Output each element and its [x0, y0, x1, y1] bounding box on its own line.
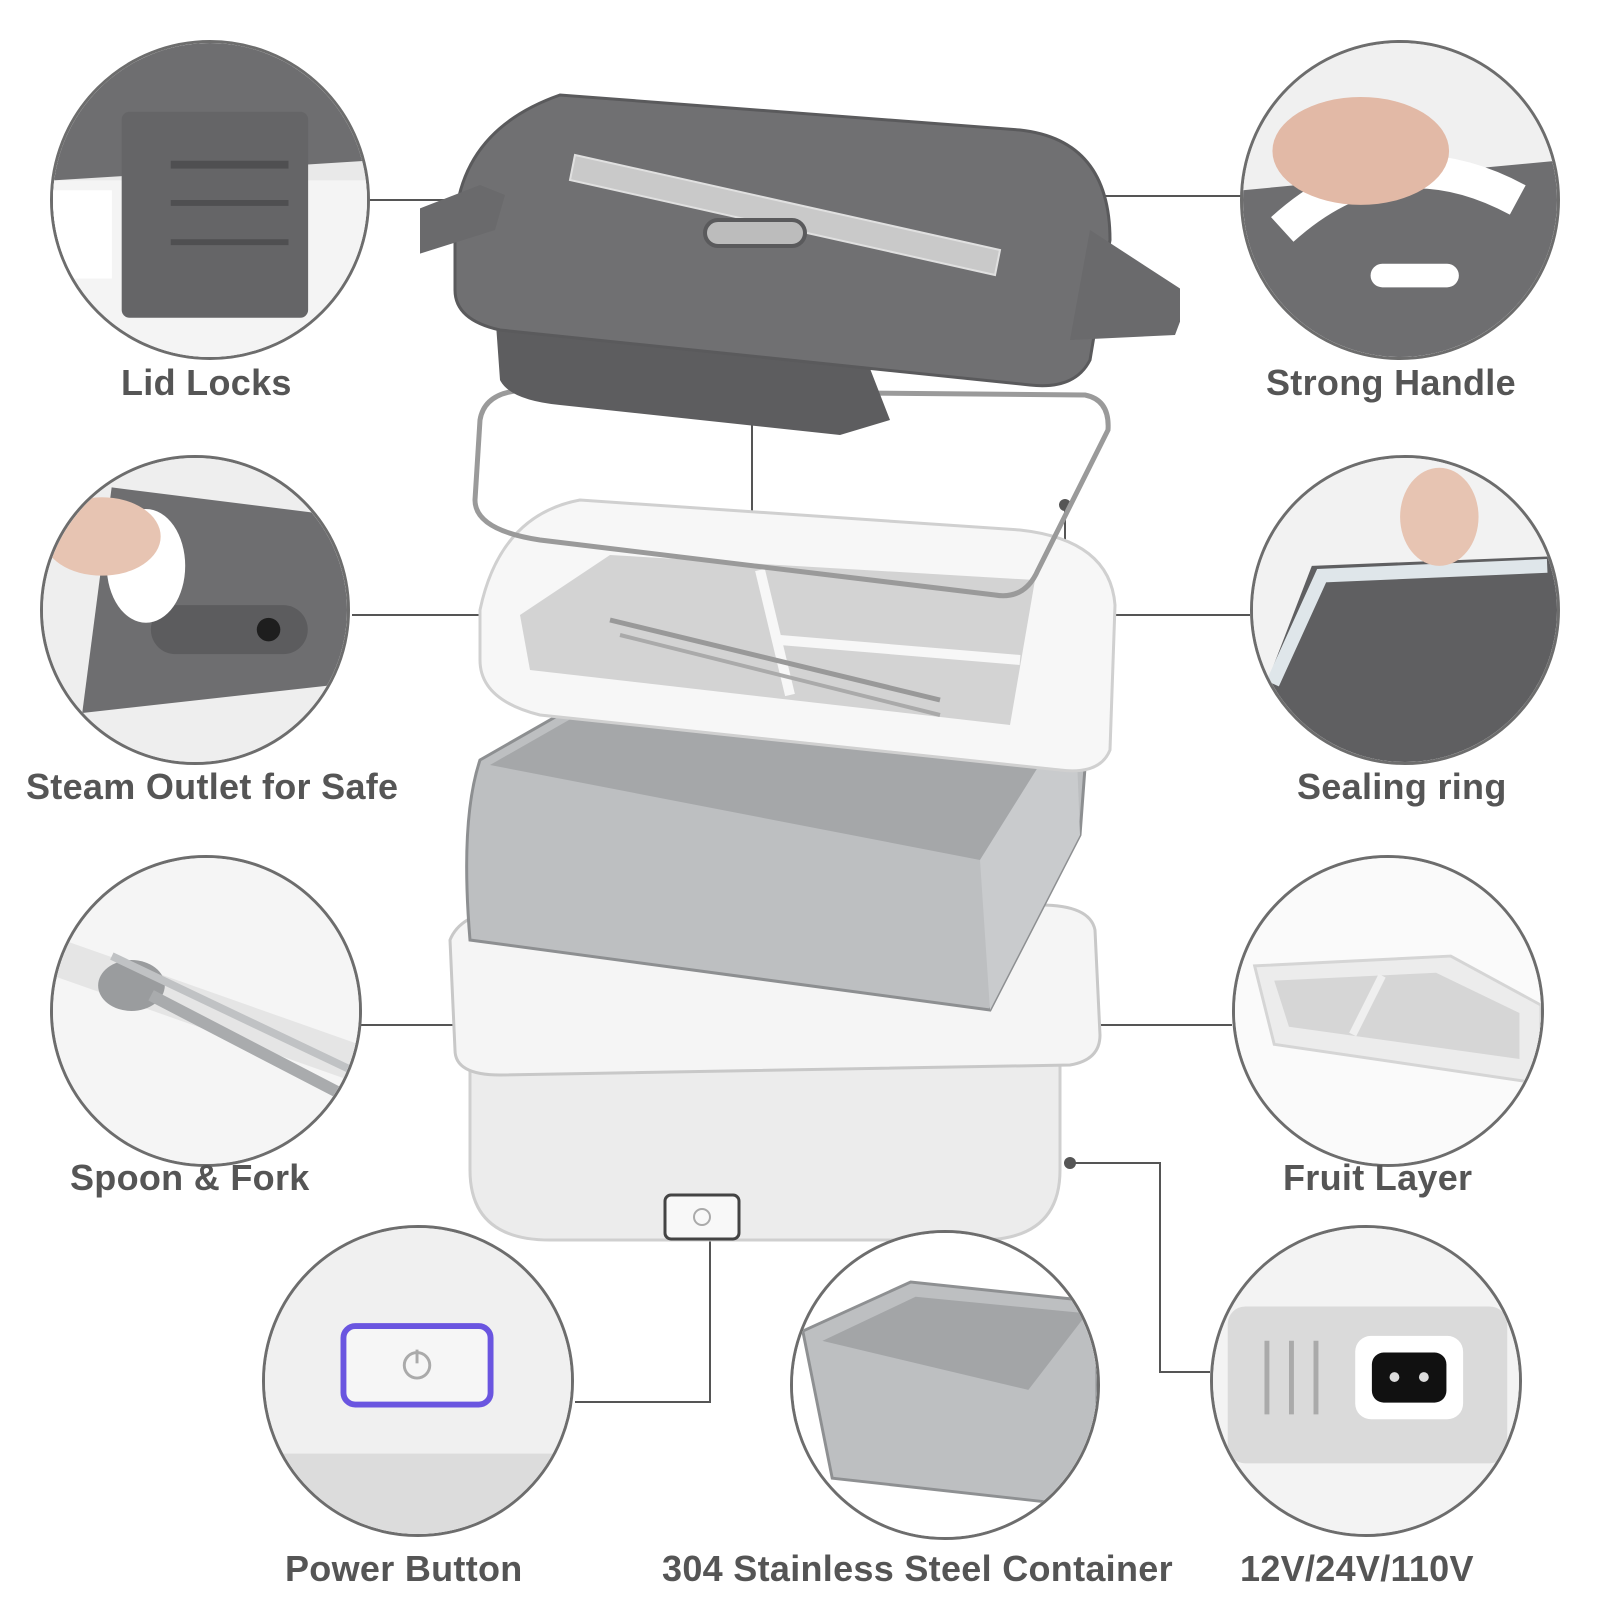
- spoon-fork-closeup: [50, 855, 362, 1167]
- stainless-container-label: 304 Stainless Steel Container: [662, 1548, 1173, 1589]
- sealing-ring-label: Sealing ring: [1297, 766, 1507, 807]
- strong-handle-label: Strong Handle: [1266, 362, 1516, 403]
- fruit-layer-closeup: [1232, 855, 1544, 1167]
- sealing-ring: [472, 387, 1111, 599]
- spoon-fork-label: Spoon & Fork: [70, 1157, 310, 1198]
- lid-locks-closeup: [50, 40, 370, 360]
- voltage-label: 12V/24V/110V: [1240, 1548, 1474, 1589]
- sealing-ring-closeup: [1250, 455, 1560, 765]
- power-button-closeup: [262, 1225, 574, 1537]
- stainless-container-closeup: [790, 1230, 1100, 1540]
- strong-handle-closeup: [1240, 40, 1560, 360]
- steam-vent: [703, 218, 807, 248]
- steam-outlet-closeup: [40, 455, 350, 765]
- lid-handle: [568, 153, 1002, 277]
- gray-lid: [420, 93, 1180, 435]
- power-switch: [663, 1193, 741, 1241]
- steam-outlet-label: Steam Outlet for Safe: [26, 766, 399, 807]
- fruit-tray: [478, 498, 1117, 773]
- lid-locks-label: Lid Locks: [121, 362, 292, 403]
- power-icon: [693, 1208, 711, 1226]
- power-button-label: Power Button: [285, 1548, 523, 1589]
- voltage-port-closeup: [1210, 1225, 1522, 1537]
- lunch-box-exploded-view: [420, 93, 1180, 1242]
- fruit-layer-label: Fruit Layer: [1283, 1157, 1473, 1198]
